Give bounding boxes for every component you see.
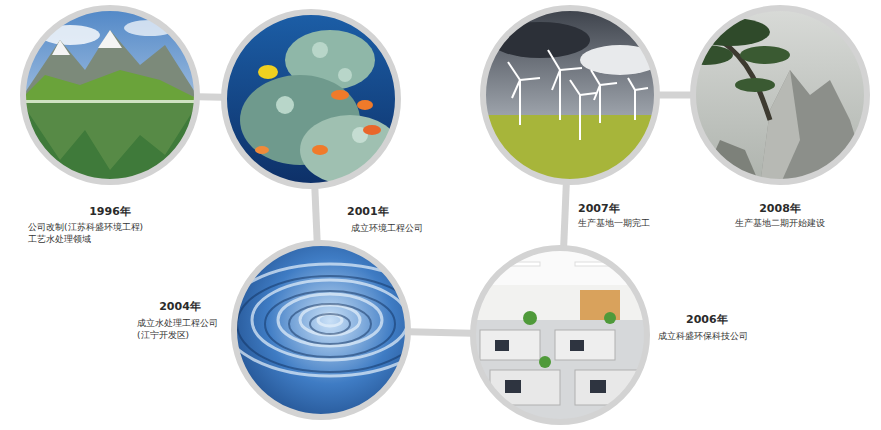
milestone-text: 成立水处理工程公司 (江宁开发区) xyxy=(137,318,225,341)
year-label: 2004年 xyxy=(155,300,205,314)
year-label: 2001年 xyxy=(347,205,407,219)
timeline-connector xyxy=(198,93,223,100)
timeline-photo-circle: 2008年生产基地二期开始建设 xyxy=(690,5,870,185)
timeline-connector xyxy=(409,332,472,333)
milestone-text: 成立科盛环保科技公司 xyxy=(658,331,768,343)
year-label: 2006年 xyxy=(686,313,746,327)
timeline-photo-circle: 1996年公司改制(江苏科盛环境工程) 工艺水处理领域 xyxy=(20,5,200,185)
timeline-photo-circle: 2001年成立环境工程公司 xyxy=(221,9,401,189)
milestone-text: 生产基地一期完工 xyxy=(578,218,688,230)
year-label: 2008年 xyxy=(720,202,840,216)
timeline-connector xyxy=(658,92,692,99)
milestone-text: 生产基地二期开始建设 xyxy=(700,218,860,230)
timeline-connector xyxy=(564,183,567,247)
year-label: 2007年 xyxy=(578,202,638,216)
timeline-photo-circle: 2004年成立水处理工程公司 (江宁开发区) xyxy=(231,240,411,420)
year-label: 1996年 xyxy=(80,205,140,219)
timeline-photo-circle: 2007年生产基地一期完工 xyxy=(480,5,660,185)
milestone-text: 公司改制(江苏科盛环境工程) 工艺水处理领域 xyxy=(28,222,188,245)
timeline-connector xyxy=(315,187,317,242)
timeline-photo-circle: 2006年成立科盛环保科技公司 xyxy=(470,245,650,425)
milestone-text: 成立环境工程公司 xyxy=(351,223,461,235)
